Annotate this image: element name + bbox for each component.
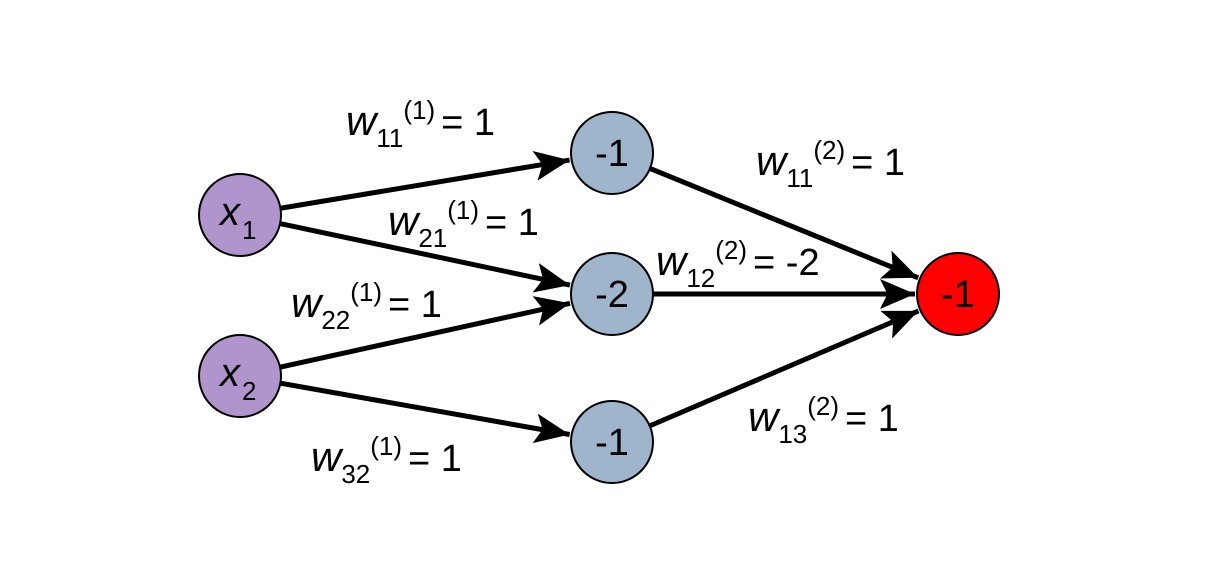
weight-value: 1 <box>473 102 496 144</box>
equals-sign: = <box>388 284 421 326</box>
weight-value: -2 <box>785 242 820 284</box>
weight-value: 1 <box>517 202 539 244</box>
equals-sign: = <box>441 102 474 144</box>
weight-symbol: w <box>756 137 787 184</box>
weight-label-h2-o1: w12(2)= -2 <box>656 237 820 291</box>
hidden-node-h3: -1 <box>570 400 654 484</box>
input-variable: x <box>218 190 242 234</box>
output-node-o1-circle <box>916 252 1000 336</box>
input-subscript: 2 <box>242 376 256 406</box>
weight-subscript: 12 <box>686 263 716 293</box>
weight-label-x1-h2: w21(1)= 1 <box>388 197 539 251</box>
weight-label-h1-o1: w11(2)= 1 <box>756 137 906 191</box>
edge-h3-o1 <box>648 308 920 429</box>
weight-superscript: (2) <box>807 391 840 421</box>
hidden-node-value: -1 <box>595 422 629 464</box>
weight-symbol: w <box>291 279 322 326</box>
hidden-node-h1: -1 <box>570 111 654 195</box>
weight-superscript: (1) <box>447 195 480 225</box>
weight-label-x2-h3: w32(1)= 1 <box>311 433 462 487</box>
weight-label-x1-h1: w11(1)= 1 <box>346 97 496 151</box>
equals-sign: = <box>408 438 441 480</box>
weight-subscript: 11 <box>376 123 404 153</box>
equals-sign: = <box>485 202 518 244</box>
output-node-o1: -1 <box>916 252 1000 336</box>
weight-superscript: (1) <box>403 95 436 125</box>
weight-subscript: 32 <box>341 459 371 489</box>
input-variable: x <box>218 351 242 395</box>
hidden-node-h3-circle <box>570 400 654 484</box>
edge-x1-h2 <box>279 221 571 293</box>
weight-subscript: 13 <box>778 419 808 449</box>
hidden-node-h2-circle <box>570 252 654 336</box>
weight-superscript: (1) <box>350 277 383 307</box>
weight-symbol: w <box>346 97 377 144</box>
input-subscript: 1 <box>242 215 256 245</box>
weight-symbol: w <box>388 197 419 244</box>
input-node-x2-circle <box>198 334 282 418</box>
output-node-value: -1 <box>941 274 975 316</box>
edge-h1-o1 <box>649 166 920 281</box>
weight-superscript: (1) <box>370 431 403 461</box>
hidden-node-value: -2 <box>595 274 629 316</box>
weight-symbol: w <box>748 393 779 440</box>
hidden-node-h1-circle <box>570 111 654 195</box>
weight-subscript: 21 <box>418 223 448 253</box>
weight-value: 1 <box>883 142 906 184</box>
weight-value: 1 <box>440 438 462 480</box>
hidden-node-h2: -2 <box>570 252 654 336</box>
weight-label-x2-h2: w22(1)= 1 <box>291 279 442 333</box>
weight-symbol: w <box>656 237 687 284</box>
weight-subscript: 11 <box>786 163 814 193</box>
equals-sign: = <box>851 142 884 184</box>
hidden-node-value: -1 <box>595 133 629 175</box>
weight-superscript: (2) <box>813 135 846 165</box>
weight-value: 1 <box>877 398 899 440</box>
edge-x2-h2 <box>279 296 571 370</box>
edge-x2-h3 <box>279 380 571 444</box>
weight-label-h3-o1: w13(2)= 1 <box>748 393 899 447</box>
equals-sign: = <box>845 398 878 440</box>
weight-superscript: (2) <box>715 235 748 265</box>
weight-symbol: w <box>311 433 342 480</box>
input-node-x1-circle <box>198 173 282 257</box>
equals-sign: = <box>753 242 786 284</box>
weight-value: 1 <box>420 284 442 326</box>
edge-x1-h1 <box>280 151 570 211</box>
weight-subscript: 22 <box>321 305 351 335</box>
